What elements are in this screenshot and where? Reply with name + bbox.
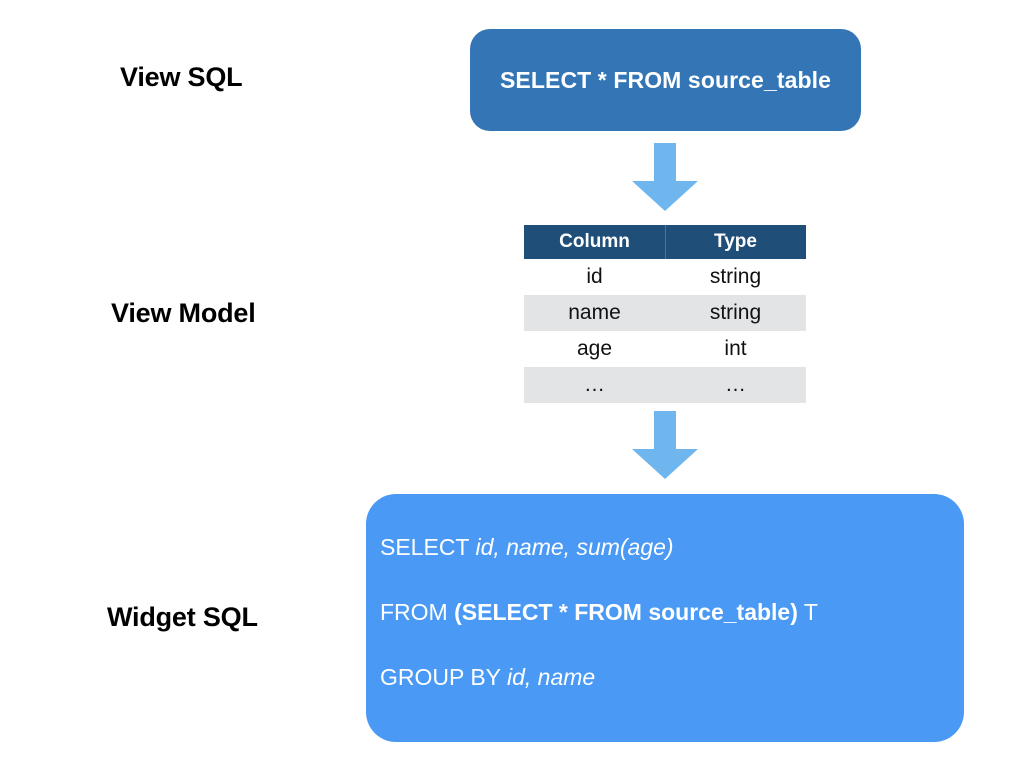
row-label-view-sql: View SQL [120,62,243,92]
widget-sql-fragment: (SELECT * FROM source_table) [454,599,798,625]
widget-sql-line-select: SELECT id, name, sum(age) [380,536,964,559]
table-cell-type: … [665,367,806,403]
table-header-row: Column Type [524,225,806,259]
table-cell-type: string [665,295,806,331]
table-cell-column: id [524,259,665,295]
table-cell-column: … [524,367,665,403]
table-body: id string name string age int … … [524,259,806,403]
widget-sql-fragment: id, name, sum(age) [475,534,674,560]
table-row: name string [524,295,806,331]
widget-sql-line-from: FROM (SELECT * FROM source_table) T [380,601,964,624]
table-row: age int [524,331,806,367]
widget-sql-box: SELECT id, name, sum(age) FROM (SELECT *… [366,494,964,742]
table-cell-type: string [665,259,806,295]
table-cell-column: age [524,331,665,367]
table-header-column: Column [524,225,665,259]
table-row: id string [524,259,806,295]
view-sql-box: SELECT * FROM source_table [470,29,861,131]
table-cell-column: name [524,295,665,331]
widget-sql-fragment: SELECT [380,534,476,560]
row-label-widget-sql: Widget SQL [107,602,258,632]
table-header: Column Type [524,225,806,259]
table-cell-type: int [665,331,806,367]
down-arrow-icon [632,411,698,479]
widget-sql-fragment: T [797,599,818,625]
row-label-view-model: View Model [111,298,256,328]
widget-sql-fragment: id, name [506,664,596,690]
table-header-type: Type [665,225,806,259]
view-sql-statement: SELECT * FROM source_table [499,66,832,93]
view-model-table: Column Type id string name string age in… [524,225,806,403]
widget-sql-fragment: GROUP BY [380,664,507,690]
down-arrow-icon [632,143,698,211]
widget-sql-line-group-by: GROUP BY id, name [380,666,964,689]
table-row: … … [524,367,806,403]
widget-sql-fragment: FROM [380,599,455,625]
